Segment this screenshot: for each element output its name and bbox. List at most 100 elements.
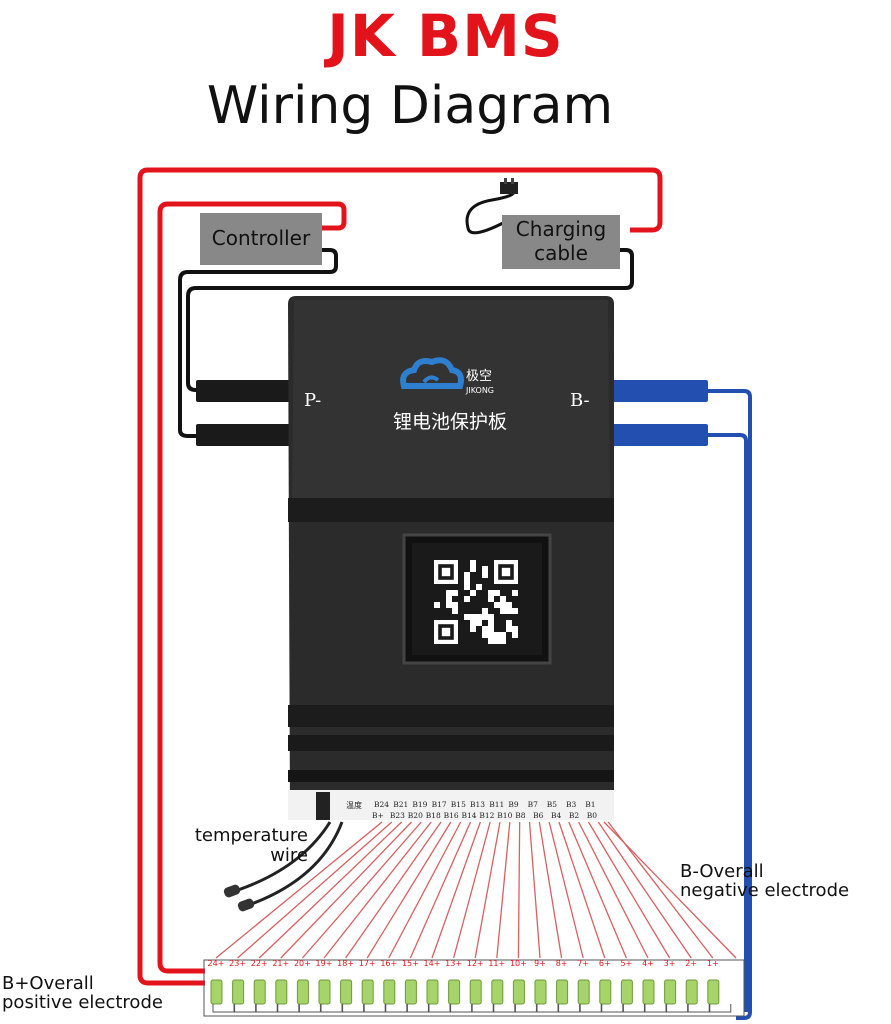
cell-label: 13+ xyxy=(445,959,462,968)
b-minus-blue-wire-lower xyxy=(706,433,748,1012)
cell-link xyxy=(277,1004,300,1013)
balance-wires xyxy=(215,821,737,959)
cell-label: 18+ xyxy=(337,959,354,968)
pin-label: B2 xyxy=(569,811,580,820)
p-minus-lead-lower xyxy=(196,424,292,446)
pin-label: B8 xyxy=(515,811,526,820)
pin-label: B9 xyxy=(508,800,519,809)
b-minus-label: B- xyxy=(570,390,590,411)
cell-body xyxy=(534,979,547,1005)
cell-link xyxy=(536,1004,559,1013)
cell-link xyxy=(709,1004,732,1013)
temp-probe-1 xyxy=(223,884,241,898)
pin-label: B11 xyxy=(489,800,504,809)
cell-link xyxy=(298,1004,321,1013)
b-negative-label: B-Overall negative electrode xyxy=(680,862,849,900)
cell-label: 8+ xyxy=(556,959,568,968)
cloud-logo-icon xyxy=(400,357,464,389)
cell-link xyxy=(450,1004,473,1013)
battery-cell: 22+ xyxy=(251,959,278,1013)
temp-cn-label: 温度 xyxy=(346,800,362,810)
cell-link xyxy=(234,1004,257,1013)
cell-link xyxy=(385,1004,408,1013)
cell-label: 12+ xyxy=(467,959,484,968)
cell-label: 16+ xyxy=(380,959,397,968)
battery-cell-row: 24+23+22+21+20+19+18+17+16+15+14+13+12+1… xyxy=(203,959,745,1017)
battery-cell: 20+ xyxy=(294,959,321,1013)
cell-body xyxy=(620,979,633,1005)
battery-cell: 19+ xyxy=(316,959,343,1013)
b-negative-label-line1: B-Overall xyxy=(680,861,764,882)
balance-wire xyxy=(587,821,671,959)
temperature-label-line2: wire xyxy=(270,845,308,866)
cell-label: 14+ xyxy=(424,959,441,968)
balance-wire xyxy=(538,821,563,959)
pin-label: B0 xyxy=(587,811,598,820)
controller-red-wire xyxy=(157,201,347,974)
temp-wire-1 xyxy=(231,821,332,894)
b-plus-outer-wire xyxy=(137,167,663,986)
cell-link xyxy=(212,1004,235,1013)
cell-link xyxy=(514,1004,537,1013)
balance-wire xyxy=(215,821,383,959)
cell-link xyxy=(644,1004,667,1013)
balance-wire xyxy=(280,821,412,959)
battery-cell: 5+ xyxy=(620,959,645,1013)
cell-body xyxy=(664,979,677,1005)
battery-cell: 10+ xyxy=(510,959,537,1013)
charging-label-line1: Charging xyxy=(515,217,607,241)
balance-wire xyxy=(409,821,472,959)
cell-body xyxy=(404,979,417,1005)
b-positive-label-line1: B+Overall xyxy=(2,973,94,994)
controller-box: Controller xyxy=(200,213,322,265)
bms-board xyxy=(288,296,614,820)
balance-wire xyxy=(301,821,422,959)
battery-cell: 17+ xyxy=(359,959,386,1013)
battery-cell: 16+ xyxy=(380,959,408,1013)
cell-label: 22+ xyxy=(251,959,268,968)
cell-link xyxy=(666,1004,689,1013)
battery-cell: 1+ xyxy=(707,959,732,1013)
b-positive-label-line2: positive electrode xyxy=(2,992,163,1013)
battery-cell: 6+ xyxy=(599,959,624,1013)
balance-wire xyxy=(517,821,521,959)
b-minus-lead-lower xyxy=(608,424,708,446)
p-minus-label: P- xyxy=(304,390,321,411)
diagram-subtitle: Wiring Diagram xyxy=(206,76,614,136)
battery-cell: 8+ xyxy=(556,959,581,1013)
cell-body xyxy=(556,979,569,1005)
pin-label: B20 xyxy=(408,811,423,820)
cell-body xyxy=(210,979,223,1005)
pin-label: B13 xyxy=(470,800,485,809)
cell-body xyxy=(577,979,590,1005)
cell-link xyxy=(255,1004,278,1013)
battery-cell: 23+ xyxy=(229,959,257,1013)
balance-wire xyxy=(366,821,452,959)
pin-label: B12 xyxy=(479,811,494,820)
pin-label: B14 xyxy=(462,811,477,820)
battery-cell: 24+ xyxy=(208,959,235,1013)
cell-body xyxy=(296,979,309,1005)
balance-wire xyxy=(388,821,462,959)
cell-link xyxy=(601,1004,624,1013)
cell-body xyxy=(383,979,396,1005)
pin-label: B1 xyxy=(585,800,595,809)
cell-link xyxy=(406,1004,429,1013)
balance-wire xyxy=(568,821,627,959)
pin-label: B24 xyxy=(374,800,389,809)
cell-body xyxy=(469,979,482,1005)
balance-wire xyxy=(558,821,606,959)
cell-body xyxy=(340,979,353,1005)
balance-wire xyxy=(237,821,393,959)
pin-label: B18 xyxy=(426,811,441,820)
cell-label: 11+ xyxy=(488,959,505,968)
balance-wire xyxy=(578,821,649,959)
battery-cell: 15+ xyxy=(402,959,429,1013)
b-minus-lead-upper xyxy=(608,380,708,402)
controller-black-wire xyxy=(178,248,338,438)
battery-cell: 11+ xyxy=(488,959,516,1013)
battery-cell: 3+ xyxy=(664,959,689,1013)
balance-wire xyxy=(452,821,491,959)
pin-label: B4 xyxy=(551,811,562,820)
